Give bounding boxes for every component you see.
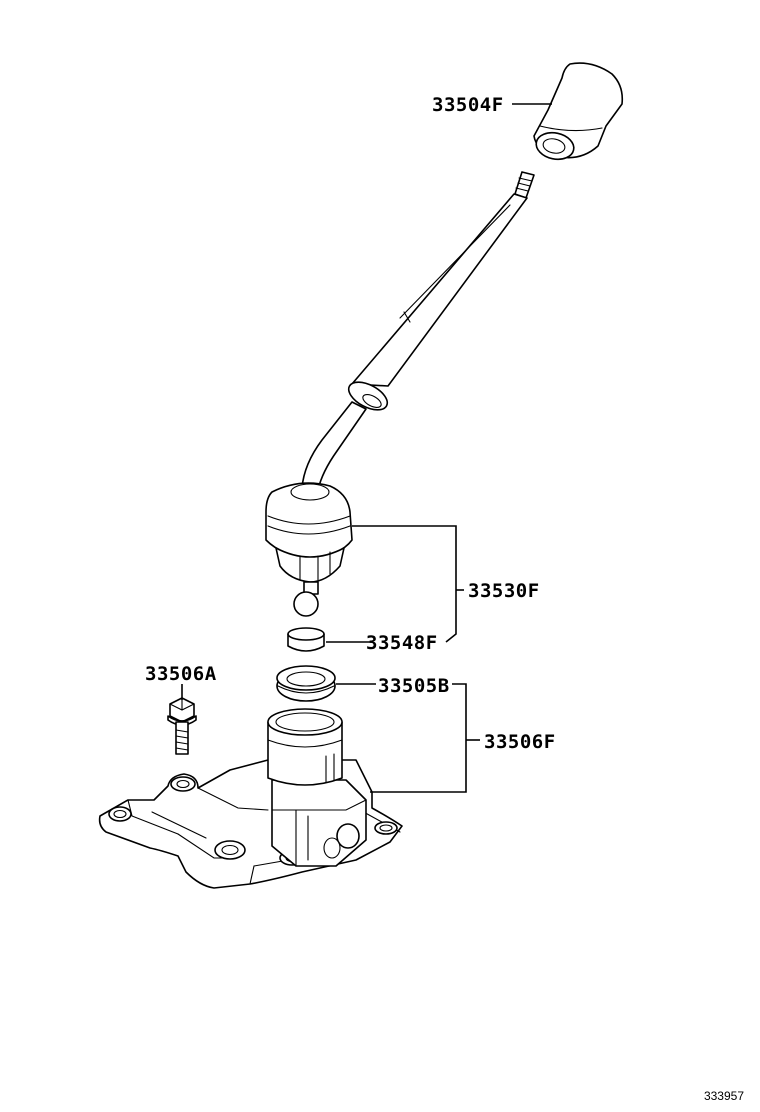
lever-ball-assembly[interactable] — [265, 482, 353, 617]
bolt[interactable] — [167, 697, 197, 755]
bushing[interactable] — [287, 627, 325, 652]
retainer-ring[interactable] — [276, 665, 336, 702]
label-bushing: 33548F — [366, 632, 438, 654]
label-lever-assembly: 33530F — [468, 580, 540, 602]
label-housing: 33506F — [484, 731, 556, 753]
shift-lever-rod — [301, 171, 535, 491]
label-retainer: 33505B — [378, 675, 450, 697]
label-knob: 33504F — [432, 94, 504, 116]
leader-lines — [181, 103, 552, 793]
shift-lever-housing[interactable] — [98, 708, 403, 889]
shift-knob[interactable] — [533, 62, 624, 163]
label-bolt: 33506A — [145, 663, 217, 685]
figure-number: 333957 — [704, 1089, 744, 1103]
